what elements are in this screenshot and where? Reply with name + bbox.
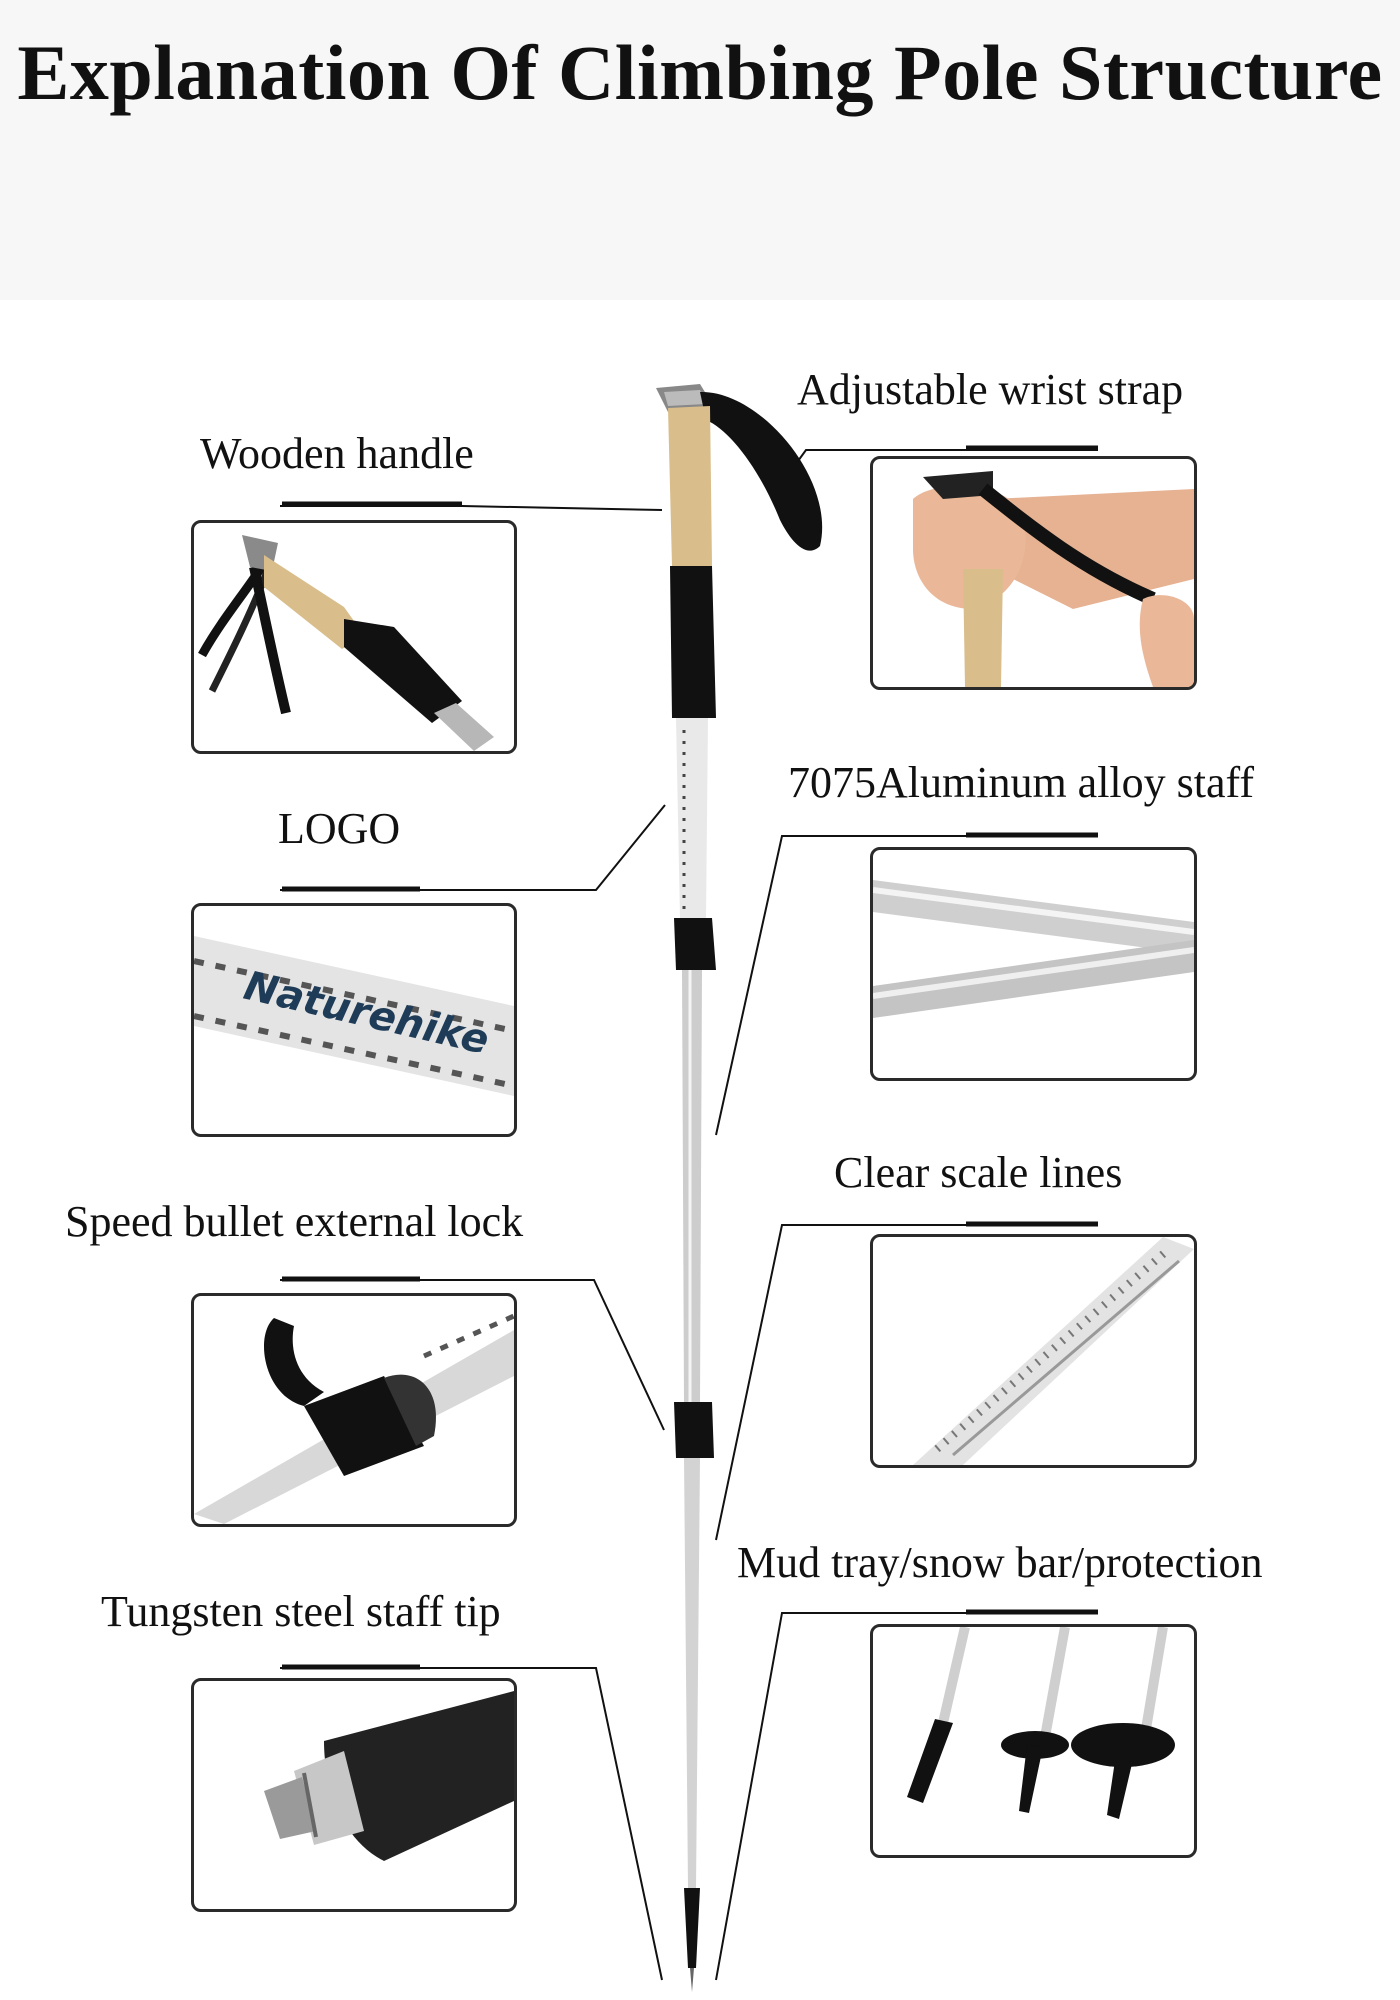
page-title: Explanation Of Climbing Pole Structure (17, 29, 1383, 116)
photo-logo: Naturehike (191, 903, 517, 1137)
photo-lock (191, 1293, 517, 1527)
tray-illustration (907, 1627, 1175, 1819)
logo-illustration: Naturehike (194, 936, 514, 1096)
label-logo: LOGO (278, 804, 401, 853)
leader-wooden-handle (280, 505, 663, 511)
scale-illustration (913, 1237, 1194, 1465)
label-staff: 7075Aluminum alloy staff (788, 758, 1255, 807)
header-band (0, 0, 1400, 300)
photo-wrist-strap (870, 456, 1197, 690)
photo-tray (870, 1624, 1197, 1858)
label-wrist-strap: Adjustable wrist strap (797, 365, 1184, 414)
pole (656, 384, 823, 1992)
wrist-strap-illustration (913, 471, 1194, 687)
photo-tip (191, 1678, 517, 1912)
label-lock: Speed bullet external lock (65, 1197, 524, 1246)
handle-illustration (198, 535, 494, 751)
label-tip: Tungsten steel staff tip (101, 1587, 501, 1636)
photo-wooden-handle (191, 520, 517, 754)
photo-scale (870, 1234, 1197, 1468)
label-scale: Clear scale lines (834, 1148, 1123, 1197)
label-wooden-handle: Wooden handle (200, 429, 474, 478)
lock-illustration (194, 1313, 514, 1524)
label-tray: Mud tray/snow bar/protection (737, 1538, 1263, 1587)
tip-illustration (264, 1691, 514, 1861)
staff-illustration (873, 880, 1194, 1018)
photo-staff (870, 847, 1197, 1081)
